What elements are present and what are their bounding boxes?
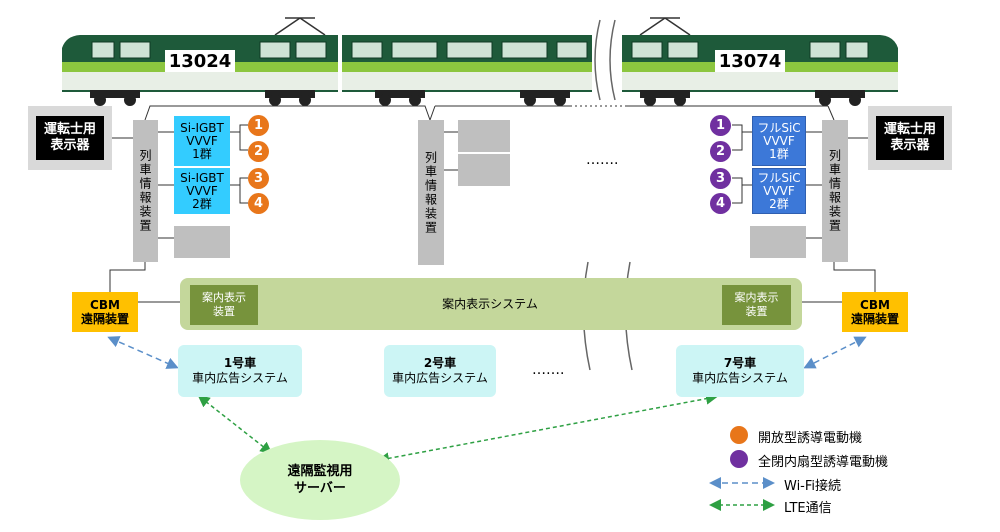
remote-monitoring-server: 遠隔監視用 サーバー: [240, 440, 400, 520]
placeholder-box-middle-2: [458, 154, 510, 186]
motor-open-2: 2: [248, 141, 269, 162]
vvvf-si-igbt-group1: Si-IGBT VVVF 1群: [174, 116, 230, 166]
placeholder-box-left: [174, 226, 230, 258]
pantograph-right: [639, 17, 691, 36]
car-number-right: 13074: [715, 50, 785, 72]
legend-closed-motor-marker: [730, 450, 748, 468]
break-mark-top-1: [594, 19, 601, 101]
ad-system-car-7-number: 7号車: [723, 356, 757, 370]
pantograph-left: [274, 17, 326, 36]
driver-display-left-label: 運転士用 表示器: [36, 116, 104, 160]
legend-closed-motor-label: 全閉内扇型誘導電動機: [758, 455, 889, 470]
ad-system-car-1-label: 車内広告システム: [192, 371, 288, 385]
vvvf-full-sic-group2: フルSiC VVVF 2群: [752, 168, 806, 214]
placeholder-box-middle-1: [458, 120, 510, 152]
ellipsis-upper: …….: [586, 152, 619, 168]
ellipsis-lower: …….: [532, 362, 565, 378]
legend-wifi-label: Wi-Fi接続: [784, 479, 842, 494]
legend-open-motor-label: 開放型誘導電動機: [758, 431, 863, 446]
driver-display-right: 運転士用 表示器: [868, 106, 952, 170]
train-info-middle-label: 列車情報装置: [423, 150, 438, 235]
break-mark-top-2: [609, 19, 616, 101]
train-info-left-label: 列車情報装置: [138, 149, 152, 233]
motor-closed-1: 1: [710, 115, 731, 136]
vvvf-full-sic-group1: フルSiC VVVF 1群: [752, 116, 806, 166]
motor-closed-3: 3: [710, 168, 731, 189]
car-windows: [91, 41, 869, 59]
bogies: [90, 90, 865, 106]
motor-open-4: 4: [248, 193, 269, 214]
cbm-remote-left: CBM 遠隔装置: [72, 292, 138, 332]
ad-system-car-1: 1号車 車内広告システム: [178, 345, 302, 397]
placeholder-box-right: [750, 226, 806, 258]
motor-open-3: 3: [248, 168, 269, 189]
vvvf-si-igbt-group2: Si-IGBT VVVF 2群: [174, 168, 230, 214]
train-info-right-label: 列車情報装置: [827, 149, 842, 233]
legend-lte-label: LTE通信: [784, 501, 832, 516]
car-number-left: 13024: [165, 50, 235, 72]
train-info-middle: 列車情報装置: [418, 120, 444, 265]
train-info-left: 列車情報装置: [133, 120, 158, 262]
ad-system-car-2-label: 車内広告システム: [392, 371, 488, 385]
legend-open-motor-marker: [730, 426, 748, 444]
guide-display-right: 案内表示 装置: [722, 285, 791, 325]
ad-system-car-1-number: 1号車: [223, 356, 257, 370]
driver-display-left: 運転士用 表示器: [28, 106, 112, 170]
driver-display-right-label: 運転士用 表示器: [876, 116, 944, 160]
ad-system-car-7-label: 車内広告システム: [692, 371, 788, 385]
guide-system-label: 案内表示システム: [442, 296, 538, 311]
guide-display-left: 案内表示 装置: [190, 285, 258, 325]
motor-open-1: 1: [248, 115, 269, 136]
cbm-remote-right: CBM 遠隔装置: [842, 292, 908, 332]
train-info-right: 列車情報装置: [822, 120, 848, 262]
car-body-middle: [342, 35, 592, 92]
ad-system-car-7: 7号車 車内広告システム: [676, 345, 804, 397]
motor-closed-4: 4: [710, 193, 731, 214]
ad-system-car-2: 2号車 車内広告システム: [384, 345, 496, 397]
ad-system-car-2-number: 2号車: [423, 356, 457, 370]
guide-system-band: [180, 278, 802, 330]
motor-closed-2: 2: [710, 141, 731, 162]
